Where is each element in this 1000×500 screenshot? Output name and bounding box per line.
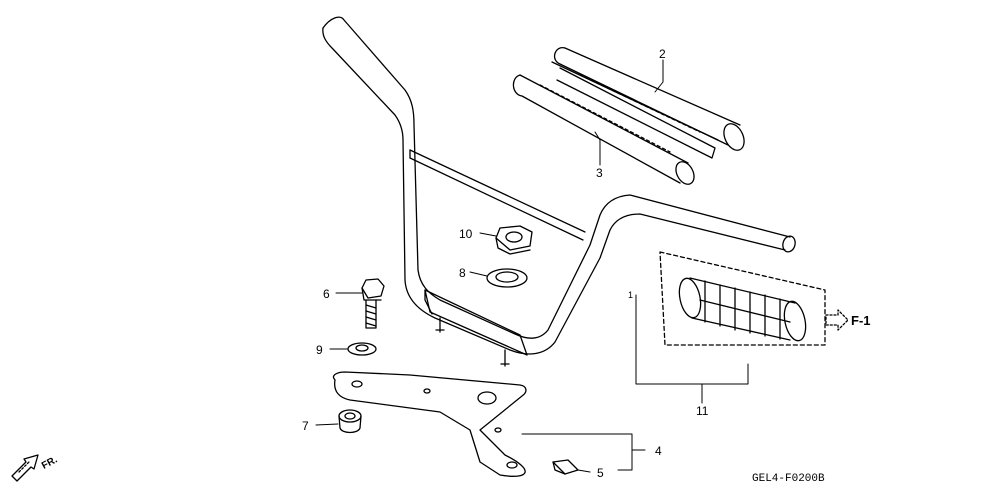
callout-8: 8 (459, 266, 466, 280)
cap-nut (338, 409, 362, 434)
flange-bolt (361, 278, 385, 329)
callout-7: 7 (302, 419, 309, 433)
handlebar-mount-block (424, 289, 528, 367)
callout-6: 6 (323, 287, 330, 301)
callout-5: 5 (597, 466, 604, 480)
front-direction-arrow (11, 454, 39, 482)
callout-1: 1 (628, 290, 634, 300)
callout-2: 2 (659, 47, 666, 61)
handlebar-holder-plate (332, 371, 527, 477)
callout-9: 9 (316, 343, 323, 357)
washer-small (347, 342, 377, 356)
leader-lines (315, 59, 749, 473)
drawing-code: GEL4-F0200B (752, 473, 825, 485)
callout-10: 10 (459, 227, 473, 241)
callout-4: 4 (655, 444, 662, 458)
throttle-grip-assembly (659, 251, 849, 346)
grip-rubber-lower (512, 74, 695, 185)
callout-11: 11 (696, 404, 709, 418)
grip-rubber-upper (551, 47, 745, 159)
plate-clip (552, 459, 579, 475)
callout-3: 3 (596, 166, 603, 180)
flange-nut (495, 225, 533, 255)
washer-large (486, 268, 528, 288)
section-reference-f1: F-1 (851, 313, 871, 328)
